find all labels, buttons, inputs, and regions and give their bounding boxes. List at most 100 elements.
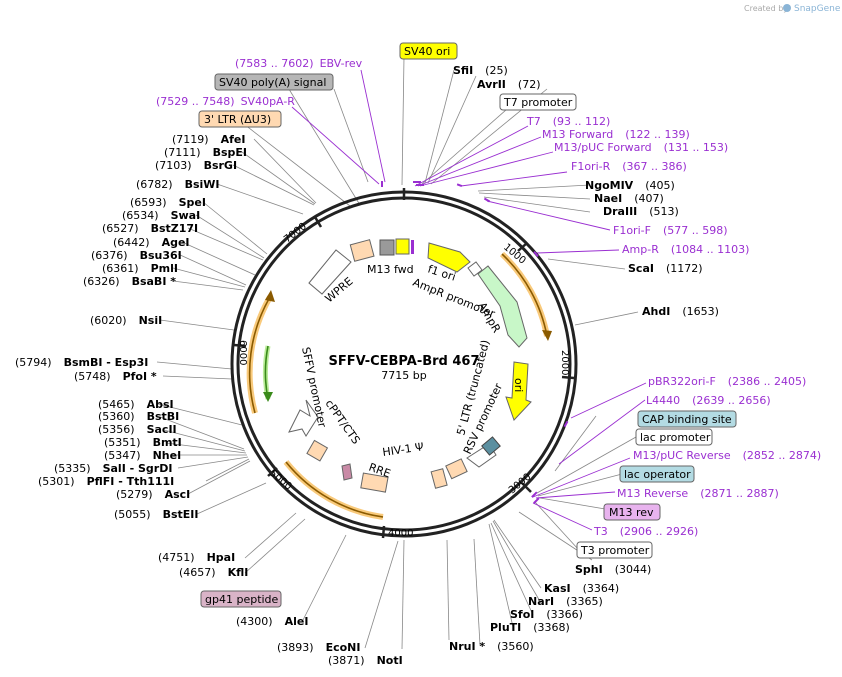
ampr-feature [477, 265, 528, 348]
primer-ebv-rev: (7583 .. 7602)EBV-rev [235, 57, 363, 70]
primer-f1ori-r: F1ori-R(367 .. 386) [571, 160, 687, 173]
tick-label-4000: 4000 [388, 528, 413, 539]
site-sfii: SfiI(25) [453, 64, 508, 77]
site-bsteii: (5055)BstEII [114, 508, 198, 521]
tick-marks [233, 188, 575, 539]
site-nari: NarI(3365) [528, 595, 603, 608]
site-afei: (7119)AfeI [172, 133, 245, 146]
cppt-feature [306, 439, 329, 462]
site-bstz17i: (6527)BstZ17I [102, 222, 198, 235]
site-alei: (4300)AleI [236, 615, 308, 628]
site-nsii: (6020)NsiI [90, 314, 162, 327]
rre-feature [360, 472, 389, 493]
sv40-polya-box-label: SV40 poly(A) signal [219, 76, 326, 89]
ltr3-box-label: 3' LTR (ΔU3) [204, 113, 271, 126]
hiv1-psi-feature [430, 468, 448, 489]
site-sfoi: SfoI(3366) [510, 608, 583, 621]
ori-feature [505, 361, 532, 421]
sv40-ori-box [399, 42, 458, 60]
lac-operator-box-label: lac operator [624, 468, 691, 481]
site-avrii: AvrII(72) [477, 78, 541, 91]
site-bsrgi: (7103)BsrGI [155, 159, 237, 172]
site-noti: (3871)NotI [328, 654, 403, 667]
site-absi: (5465)AbsI [98, 398, 174, 411]
gp41-feature [341, 463, 353, 481]
leader-lines [156, 56, 639, 650]
cap-binding-box-label: CAP binding site [642, 413, 732, 426]
tick-label-7000: 7000 [282, 221, 309, 245]
primer-m13-forward: M13 Forward(122 .. 139) [542, 128, 690, 141]
m13-rev-box-label: M13 rev [609, 506, 654, 519]
lac-promoter-box [635, 428, 713, 446]
m13fwd-label: M13 fwd [367, 263, 414, 276]
gp41-box [200, 590, 282, 608]
site-bspei: (7111)BspEI [164, 146, 247, 159]
t3-promoter-box [576, 541, 653, 559]
primer-m13puc-forward: M13/pUC Forward(131 .. 153) [554, 141, 728, 154]
ltr3-box [198, 110, 282, 128]
primer-amp-r: Amp-R(1084 .. 1103) [622, 243, 749, 256]
site-ngomiv: NgoMIV(405) [585, 179, 675, 192]
sv40-ori-box-label: SV40 ori [404, 45, 450, 58]
site-scai: ScaI(1172) [628, 262, 703, 275]
primer-leader-lines [291, 69, 647, 531]
site-agei: (6442)AgeI [113, 236, 190, 249]
site-bsu36i: (6376)Bsu36I [91, 249, 182, 262]
site-pflfi: (5301)PflFI - Tth111I [38, 475, 174, 488]
wpre-feature [308, 249, 352, 295]
sv40-polya-box [214, 73, 334, 91]
site-kasi: KasI(3364) [544, 582, 619, 595]
site-econi: (3893)EcoNI [277, 641, 360, 654]
primer-m13-reverse: M13 Reverse(2871 .. 2887) [617, 487, 779, 500]
primer-pbr322ori-f: pBR322ori-F(2386 .. 2405) [648, 375, 806, 388]
created-by-label: Created by [744, 4, 788, 13]
primer-sv40pa-r: (7529 .. 7548)SV40pA-R [156, 95, 295, 108]
ampr-promoter-feature [467, 261, 483, 277]
m13fwd-marker [411, 240, 414, 254]
site-bsiwi: (6782)BsiWI [136, 178, 220, 191]
misc-stripes [481, 436, 501, 456]
site-naei: NaeI(407) [594, 192, 664, 205]
site-swai: (6534)SwaI [122, 209, 200, 222]
site-nhei: (5347)NheI [104, 449, 181, 462]
plasmid-size: 7715 bp [381, 369, 426, 382]
orf-arc-left-head [265, 290, 275, 302]
site-hpai: (4751)HpaI [158, 551, 235, 564]
primer-m13puc-reverse: M13/pUC Reverse(2852 .. 2874) [633, 449, 821, 462]
orf-arc-left-core [248, 296, 271, 414]
ltr3-feature [349, 239, 375, 262]
primer-arrow-marks [381, 181, 569, 504]
site-nrui: NruI *(3560) [449, 640, 534, 653]
primer-t7: T7(93 .. 112) [526, 115, 610, 128]
site-draiii: DraIII(513) [603, 205, 679, 218]
t7-promoter-box [499, 93, 577, 111]
site-sphi: SphI(3044) [575, 563, 651, 576]
site-pluti: PluTI(3368) [490, 621, 570, 634]
snapgene-logo-icon [783, 4, 791, 12]
orf-arc-right-top-core [501, 253, 548, 337]
lac-promoter-box-label: lac promoter [640, 431, 711, 444]
site-ahdi: AhdI(1653) [642, 305, 719, 318]
tick-label-2000: 2000 [559, 350, 570, 375]
primer-l4440: L4440(2639 .. 2656) [646, 394, 771, 407]
primer-t3: T3(2906 .. 2926) [593, 525, 698, 538]
site-bsabi: (6326)BsaBI * [83, 275, 176, 288]
gp41-box-label: gp41 peptide [205, 593, 279, 606]
site-pfoi: (5748)PfoI * [74, 370, 157, 383]
site-kfli: (4657)KflI [179, 566, 248, 579]
ltr5-feature [445, 458, 468, 480]
site-sacii: (5356)SacII [98, 423, 177, 436]
site-sali: (5335)SalI - SgrDI [54, 462, 172, 475]
hiv1-psi-label: HIV-1 Ψ [382, 440, 425, 459]
site-bsmbi: (5794)BsmBI - Esp3I [15, 356, 148, 369]
orf-arc-right-top-head [542, 330, 552, 341]
primer-f1ori-f: F1ori-F(577 .. 598) [613, 224, 728, 237]
t7-promoter-box-label: T7 promoter [503, 96, 573, 109]
f1-ori-feature [427, 242, 471, 273]
sv40pa-feature [379, 239, 395, 256]
ori-label: ori [512, 378, 525, 392]
t3-promoter-box-label: T3 promoter [580, 544, 650, 557]
lac-operator-box [619, 465, 695, 483]
tick-label-5000: 5000 [267, 468, 294, 493]
